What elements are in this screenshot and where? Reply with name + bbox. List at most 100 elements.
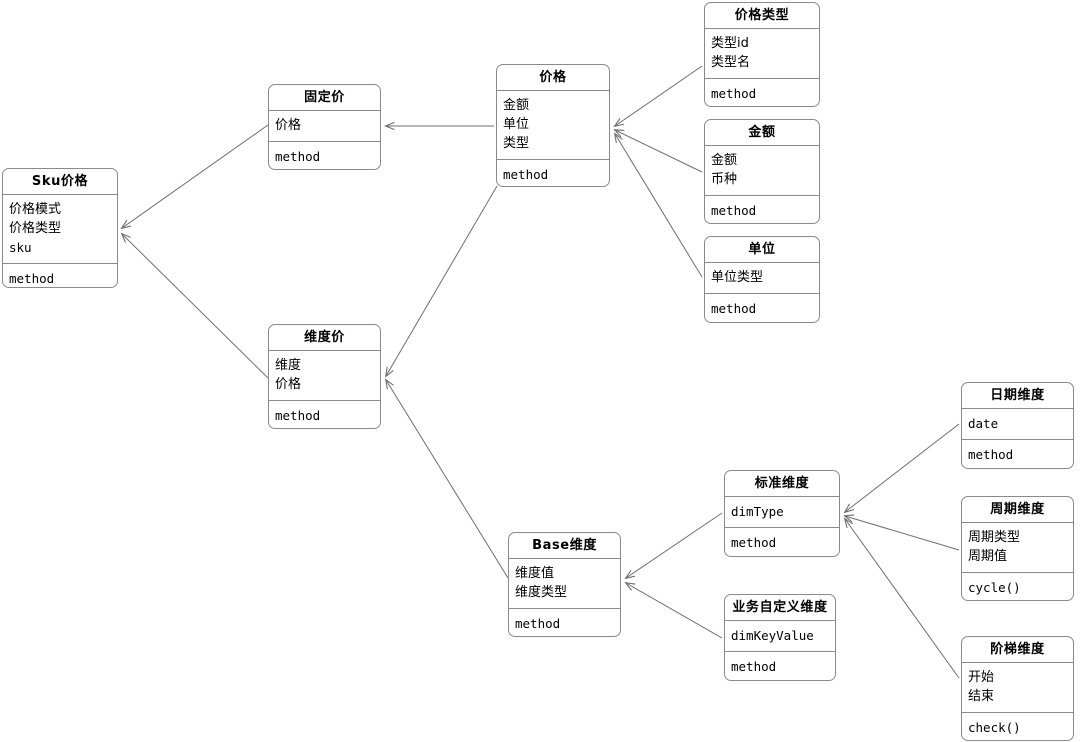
class-title-unit: 单位 [705, 237, 819, 263]
class-attribute: 开始 [968, 670, 995, 685]
class-box-sku-price[interactable]: Sku价格价格模式价格类型 sku method [2, 168, 118, 288]
class-operations-date-dimension: method [962, 440, 1073, 470]
class-attributes-ladder-dimension: 开始结束 [962, 663, 1073, 713]
edge-cycle-to-std [845, 516, 960, 551]
class-box-dimension-price[interactable]: 维度价维度价格 method [268, 324, 381, 429]
edge-std-to-base [626, 512, 723, 578]
class-attribute: 金额 [711, 153, 738, 168]
class-attribute: 价格 [275, 118, 302, 133]
class-title-price-type: 价格类型 [705, 3, 819, 29]
class-operations-sku-price: method [3, 264, 117, 294]
class-box-base-dimension[interactable]: Base维度维度值维度类型 method [508, 532, 621, 637]
class-attribute: 周期类型 [968, 530, 1021, 545]
class-attributes-dimension-price: 维度价格 [269, 351, 380, 401]
class-title-ladder-dimension: 阶梯维度 [962, 637, 1073, 663]
class-box-business-custom-dimension[interactable]: 业务自定义维度 dimKeyValue method [724, 594, 836, 681]
class-operations-base-dimension: method [509, 609, 620, 639]
class-attribute: date [968, 416, 999, 431]
class-attribute: dimKeyValue [731, 628, 814, 643]
class-attribute: 结束 [968, 689, 995, 704]
class-title-fixed-price: 固定价 [269, 85, 380, 111]
class-attribute: 类型 [503, 136, 530, 151]
class-operations-price: method [497, 160, 609, 190]
class-operations-business-custom-dimension: method [725, 652, 835, 682]
class-title-amount: 金额 [705, 120, 819, 146]
class-attributes-date-dimension: date [962, 409, 1073, 440]
class-operations-fixed-price: method [269, 142, 380, 172]
class-box-standard-dimension[interactable]: 标准维度 dimType method [724, 470, 840, 557]
class-box-unit[interactable]: 单位单位类型 method [704, 236, 820, 323]
class-attribute: 维度类型 [515, 585, 568, 600]
class-operation: method [711, 86, 757, 101]
class-title-base-dimension: Base维度 [509, 533, 620, 559]
class-attributes-price: 金额单位类型 [497, 91, 609, 160]
class-attributes-amount: 金额币种 [705, 146, 819, 196]
class-attribute: 币种 [711, 172, 738, 187]
class-operations-dimension-price: method [269, 401, 380, 431]
edge-price-to-dimprice [386, 185, 498, 376]
edge-unit-to-price [615, 134, 703, 278]
class-operation: method [711, 301, 757, 316]
class-box-date-dimension[interactable]: 日期维度 date method [961, 382, 1074, 469]
class-title-date-dimension: 日期维度 [962, 383, 1073, 409]
class-operations-ladder-dimension: check() [962, 713, 1073, 742]
class-attributes-sku-price: 价格模式价格类型 sku [3, 195, 117, 264]
edge-date-to-std [845, 423, 960, 512]
edge-dimprice-to-sku [122, 234, 269, 379]
class-operation: method [9, 271, 55, 286]
class-operation: method [503, 167, 549, 182]
class-attribute: 维度 [275, 358, 302, 373]
edge-base-to-dimprice [386, 380, 509, 579]
class-operation: method [711, 203, 757, 218]
class-attributes-business-custom-dimension: dimKeyValue [725, 621, 835, 652]
edge-custom-to-base [626, 583, 723, 639]
class-box-cycle-dimension[interactable]: 周期维度周期类型周期值 cycle() [961, 496, 1074, 601]
class-attribute: 价格类型 [9, 221, 62, 236]
class-attribute: sku [9, 240, 32, 255]
class-title-standard-dimension: 标准维度 [725, 471, 839, 497]
class-attribute: 维度值 [515, 566, 555, 581]
class-title-business-custom-dimension: 业务自定义维度 [725, 595, 835, 621]
class-operation: method [731, 659, 777, 674]
class-box-price[interactable]: 价格金额单位类型 method [496, 64, 610, 187]
class-attributes-base-dimension: 维度值维度类型 [509, 559, 620, 609]
class-attribute: 类型名 [711, 55, 751, 70]
class-operations-price-type: method [705, 79, 819, 109]
class-box-price-type[interactable]: 价格类型类型id 类型名 method [704, 2, 820, 107]
class-attributes-fixed-price: 价格 [269, 111, 380, 142]
edge-pricetype-to-price [615, 65, 703, 126]
class-attribute: 类型id [711, 36, 749, 51]
class-attribute: 周期值 [968, 549, 1008, 564]
edge-amount-to-price [615, 130, 703, 173]
class-attribute: 金额 [503, 98, 530, 113]
class-title-price: 价格 [497, 65, 609, 91]
class-operation: cycle() [968, 580, 1021, 595]
class-attributes-unit: 单位类型 [705, 263, 819, 294]
class-attribute: 价格模式 [9, 202, 62, 217]
class-operations-cycle-dimension: cycle() [962, 573, 1073, 603]
class-attribute: 价格 [275, 377, 302, 392]
class-attributes-standard-dimension: dimType [725, 497, 839, 528]
class-attributes-cycle-dimension: 周期类型周期值 [962, 523, 1073, 573]
class-operations-unit: method [705, 294, 819, 324]
class-operations-standard-dimension: method [725, 528, 839, 558]
class-attribute: 单位类型 [711, 270, 764, 285]
edge-ladder-to-std [845, 519, 960, 679]
class-box-fixed-price[interactable]: 固定价价格 method [268, 84, 381, 170]
class-operation: method [968, 447, 1014, 462]
class-title-cycle-dimension: 周期维度 [962, 497, 1073, 523]
class-title-sku-price: Sku价格 [3, 169, 117, 195]
class-operation: method [731, 535, 777, 550]
class-operation: method [275, 408, 321, 423]
class-box-ladder-dimension[interactable]: 阶梯维度开始结束 check() [961, 636, 1074, 741]
class-operation: check() [968, 720, 1021, 735]
edge-fixed-to-sku [122, 124, 269, 228]
class-title-dimension-price: 维度价 [269, 325, 380, 351]
class-operations-amount: method [705, 196, 819, 226]
class-attribute: 单位 [503, 117, 530, 132]
class-operation: method [515, 616, 561, 631]
class-operation: method [275, 149, 321, 164]
class-attribute: dimType [731, 504, 784, 519]
